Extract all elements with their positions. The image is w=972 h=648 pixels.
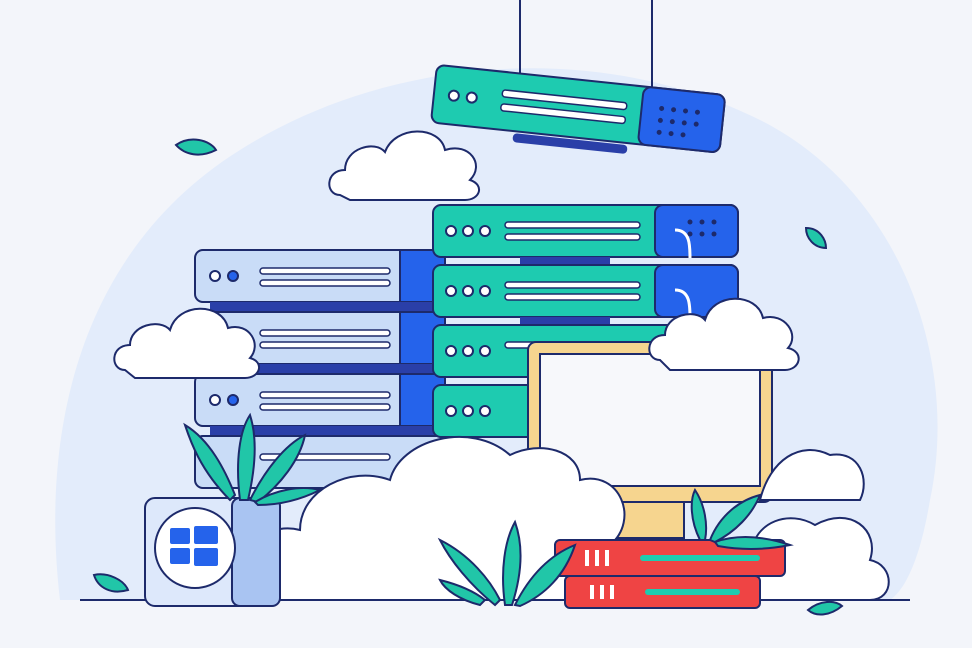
cloud-icon bbox=[328, 130, 480, 201]
leaf-icon bbox=[806, 600, 844, 616]
plant-left bbox=[183, 412, 323, 507]
cable bbox=[674, 228, 692, 259]
server-unit bbox=[432, 264, 739, 318]
cloud-icon bbox=[758, 449, 865, 501]
red-server bbox=[554, 539, 786, 609]
windows-box bbox=[144, 497, 281, 607]
leaf-icon bbox=[174, 138, 218, 156]
cloud-icon bbox=[113, 307, 260, 379]
plant-right bbox=[690, 488, 794, 550]
server-unit bbox=[194, 311, 446, 365]
server-unit bbox=[432, 384, 544, 438]
leaf-icon bbox=[92, 573, 130, 593]
windows-logo-icon bbox=[170, 526, 218, 566]
plant-center bbox=[437, 519, 577, 608]
server-unit bbox=[194, 249, 446, 303]
leaf-icon bbox=[804, 226, 828, 250]
monitor-icon bbox=[527, 341, 773, 539]
server-unit bbox=[432, 204, 739, 258]
cloud-icon bbox=[648, 297, 800, 371]
hanging-server bbox=[430, 64, 726, 154]
server-unit bbox=[194, 373, 446, 427]
